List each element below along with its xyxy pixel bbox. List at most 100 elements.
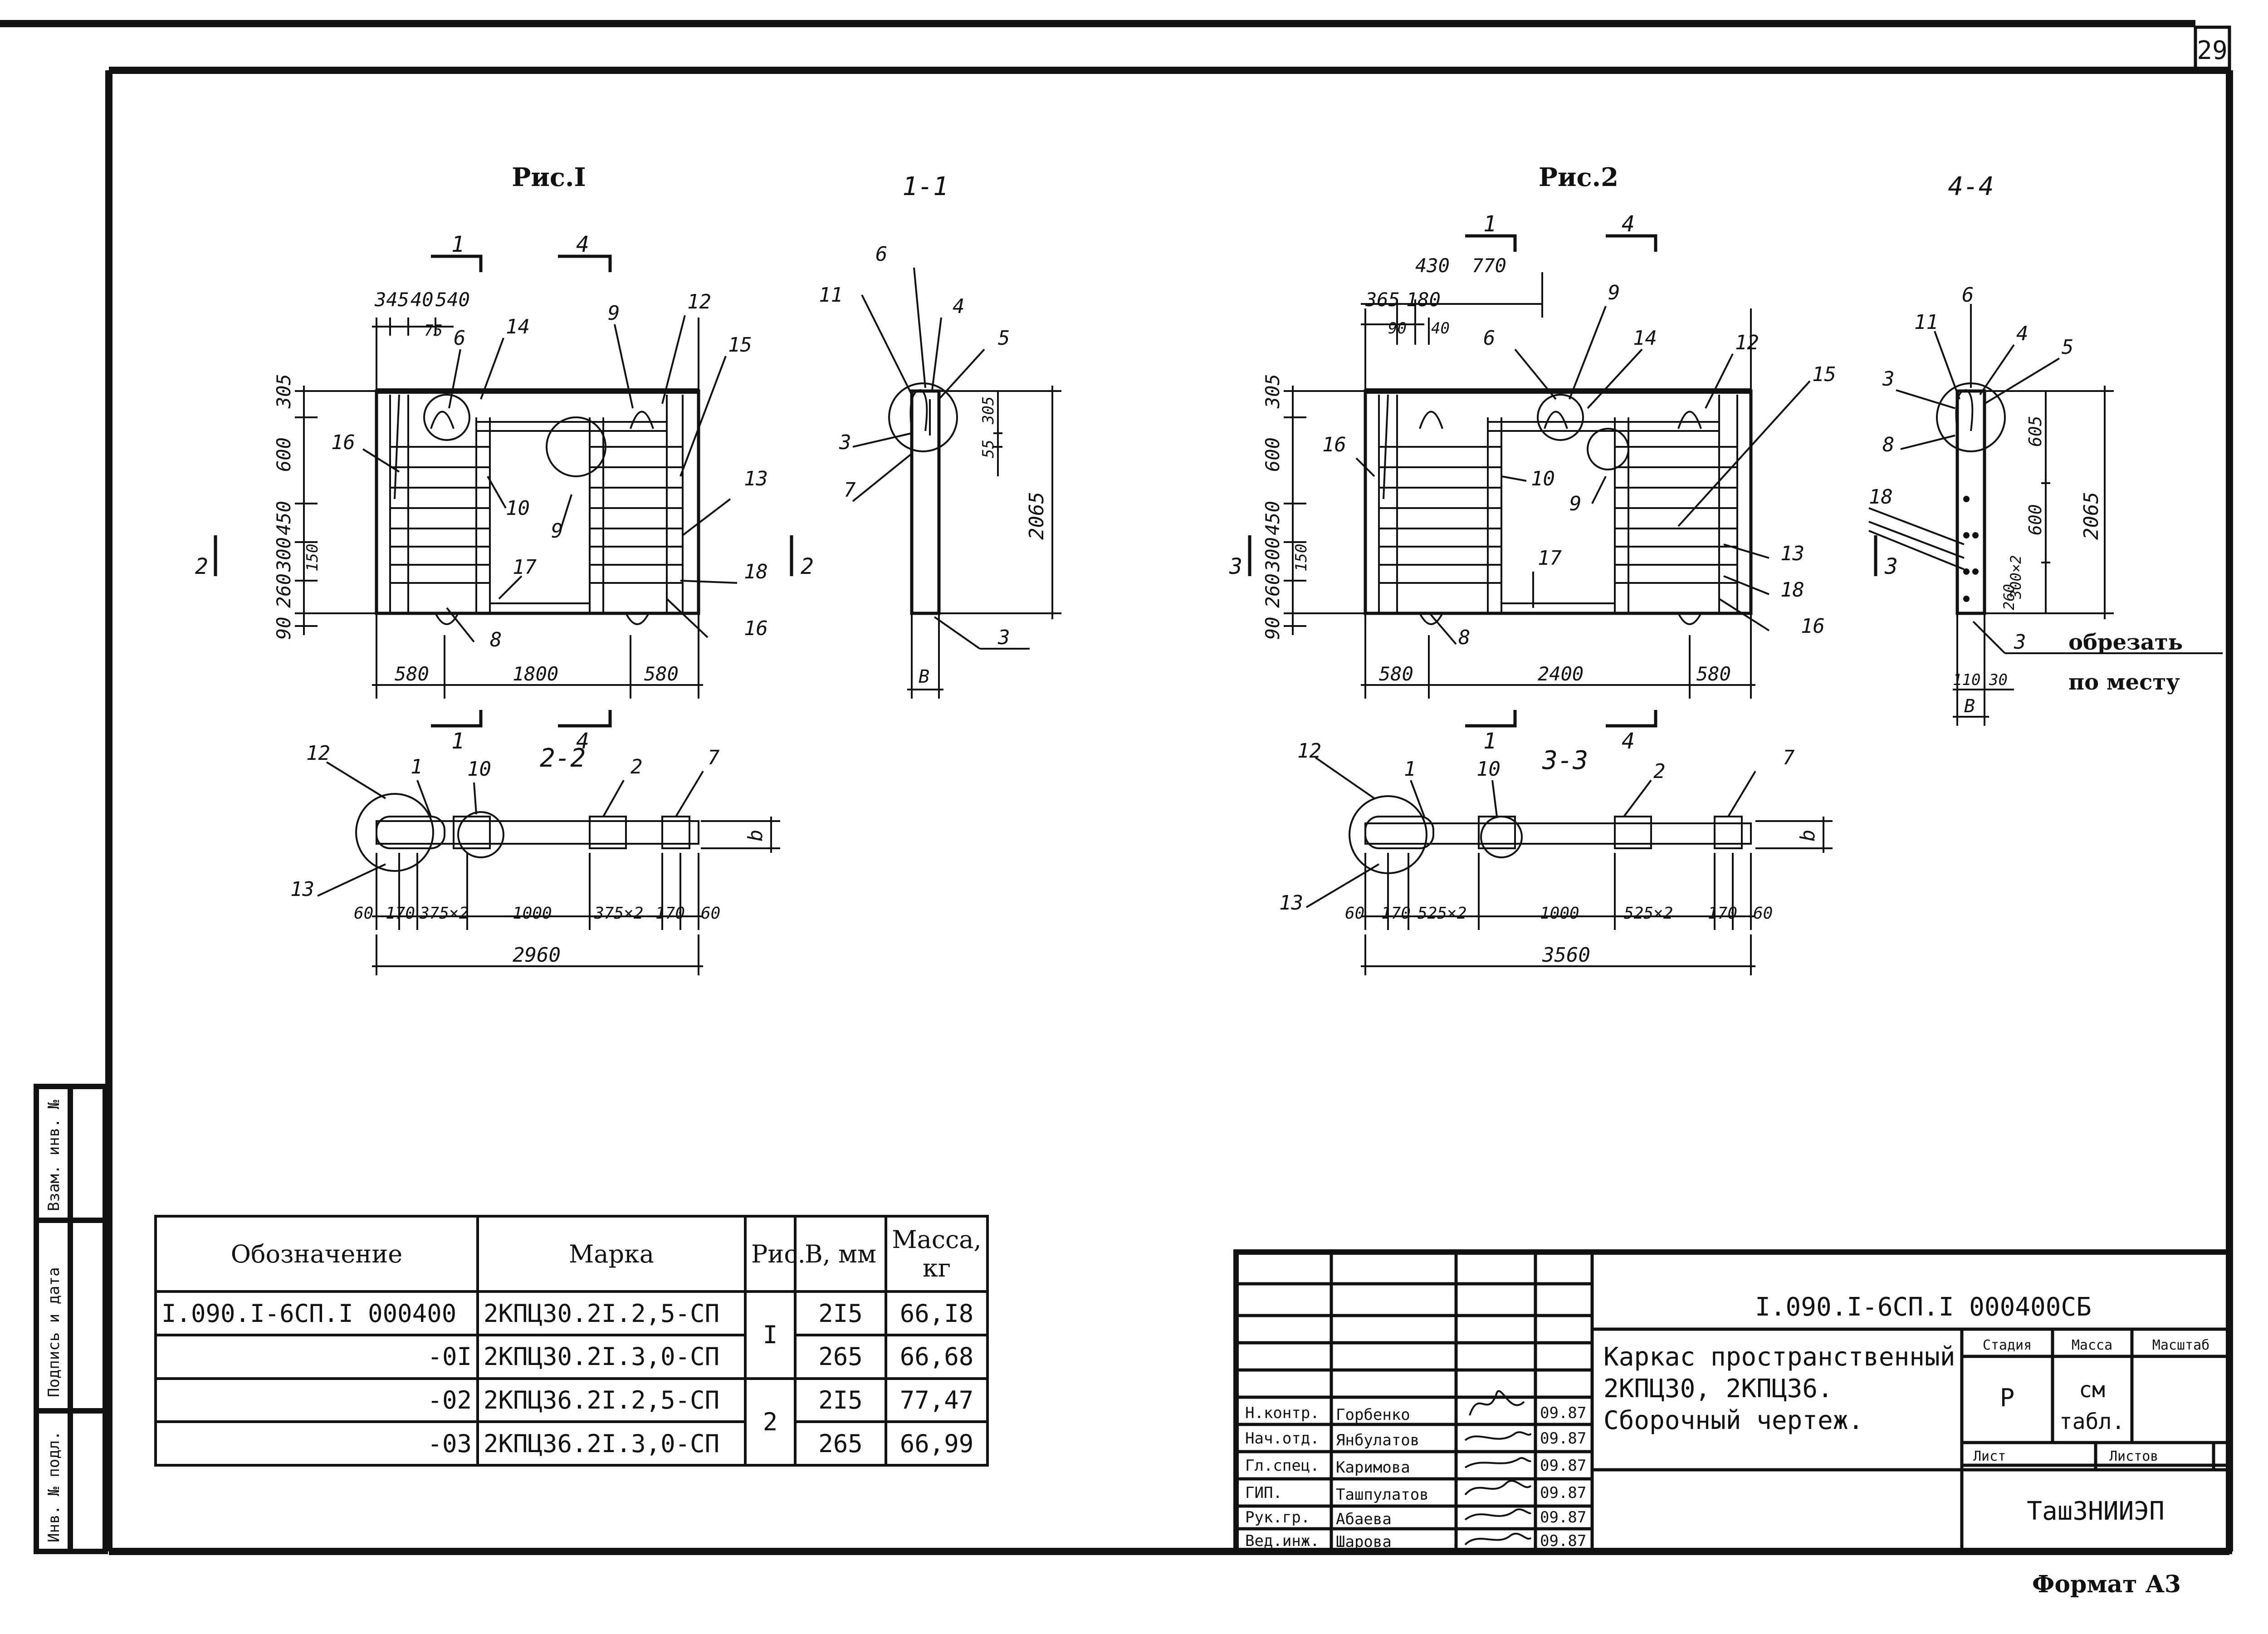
sig-role-1: Нач.отд. xyxy=(1245,1429,1320,1448)
sec11-callout-7: 7 xyxy=(844,479,856,502)
sig-name-1: Янбулатов xyxy=(1336,1431,1419,1449)
plan2-callout-7: 7 xyxy=(1783,746,1795,769)
signature-scribbles xyxy=(1464,1390,1532,1546)
sig-role-4: Рук.гр. xyxy=(1245,1508,1310,1526)
fig1-dim-left-0: 305 xyxy=(273,374,295,409)
fig1-dim-left-4: 260 xyxy=(273,573,295,608)
spec-designation-1: -0I xyxy=(154,1333,479,1380)
fig2-dim-left-6: 150 xyxy=(1292,544,1310,572)
sec44-dim-side-3: 260 xyxy=(2000,584,2018,610)
fig2-dim-top-2: 365 xyxy=(1365,289,1400,311)
sec44-callout-3b: 3 xyxy=(2014,631,2026,654)
spec-mass-2: 77,47 xyxy=(885,1377,989,1424)
plan2-callout-12: 12 xyxy=(1297,739,1321,763)
plan2-dim-4: 525×2 xyxy=(1624,904,1673,923)
sec11-dim-small-1: 55 xyxy=(979,440,997,458)
sec44-dim-side-1: 600 xyxy=(2025,504,2045,535)
fig1-dim-left-2: 450 xyxy=(273,501,295,535)
mass-value-line2: табл. xyxy=(2059,1409,2125,1434)
fig1-callout-8: 8 xyxy=(490,628,502,651)
spec-b-3: 265 xyxy=(794,1420,887,1467)
section-1-1: 1-1 11 6 4 5 3 7 3 2065 305 55 xyxy=(819,172,1061,699)
fig2-elevation: Рис.2 xyxy=(1229,162,1898,754)
plan1-dim-3: 1000 xyxy=(513,904,552,923)
fig2-dim-left-0: 305 xyxy=(1261,374,1284,409)
fig1-dim-bottom-1: 1800 xyxy=(513,663,558,685)
fig2-callout-17: 17 xyxy=(1538,547,1562,570)
doc-name-line2: 2КПЦ30, 2КПЦ36. xyxy=(1603,1374,1833,1404)
fig1-cut4-top: 4 xyxy=(576,232,589,257)
sec44-callout-11: 11 xyxy=(1914,311,1938,334)
sec11-callout-4: 4 xyxy=(953,295,965,318)
side-stamp-replace: Взам. инв. № xyxy=(45,1100,63,1211)
plan1-dim-0: 60 xyxy=(354,904,373,923)
spec-fig-2: 2 xyxy=(744,1377,797,1467)
spec-b-1: 265 xyxy=(794,1333,887,1380)
fig2-dim-left-2: 450 xyxy=(1261,501,1284,535)
plan1-dim-5: 170 xyxy=(655,904,685,923)
mass-header: Масса xyxy=(2072,1337,2112,1353)
fig2-dim-left-3: 300 xyxy=(1261,537,1284,572)
organization: ТашЗНИИЭП xyxy=(2027,1497,2164,1526)
sec11-callout-3b: 3 xyxy=(997,626,1010,649)
sec44-dim-width: B xyxy=(1964,696,1975,717)
sec11-dim-small-0: 305 xyxy=(979,396,997,425)
fig1-callout-10: 10 xyxy=(506,497,530,520)
fig1-dim-left-1: 600 xyxy=(273,437,295,472)
table-row: I.090.I-6СП.I 000400 2КПЦ30.2I.2,5-СП I … xyxy=(154,1290,989,1380)
fig2-dim-bottom-2: 580 xyxy=(1696,663,1731,685)
plan2-callout-2: 2 xyxy=(1653,760,1666,783)
plan2-dim-total: 3560 xyxy=(1542,944,1590,967)
fig2-section3-left: 3 xyxy=(1229,554,1242,579)
fig2-title: Рис.2 xyxy=(1539,162,1618,192)
fig2-cut4-top: 4 xyxy=(1622,211,1635,237)
plan1-dim-1: 170 xyxy=(386,904,415,923)
plan1-dim-total: 2960 xyxy=(513,944,561,967)
title-block: I.090.I-6СП.I 000400СБ Каркас пространст… xyxy=(1233,1249,2232,1554)
sec11-dim-width: B xyxy=(919,666,929,687)
spec-h-mark: Марка xyxy=(476,1214,747,1293)
fig1-callout-13: 13 xyxy=(744,467,768,490)
sec44-note-line2: по месту xyxy=(2068,670,2180,695)
fig1-callout-9b: 9 xyxy=(551,519,563,543)
plan1-dim-6: 60 xyxy=(701,904,720,923)
sig-role-5: Вед.инж. xyxy=(1245,1532,1320,1550)
sec44-note-line1: обрезать xyxy=(2068,630,2183,655)
spec-mark-1: 2КПЦ30.2I.3,0-СП xyxy=(476,1333,747,1380)
plan2-dim-5: 170 xyxy=(1708,904,1737,923)
fig1-dim-top-2: 540 xyxy=(435,289,470,311)
spec-mark-3: 2КПЦ36.2I.3,0-СП xyxy=(476,1420,747,1467)
spec-b-0: 2I5 xyxy=(794,1290,887,1336)
plan1-callout-7: 7 xyxy=(708,746,720,769)
fig1-dim-bottom-2: 580 xyxy=(644,663,679,685)
spec-h-mass: Масса, кг xyxy=(885,1214,989,1293)
spec-designation-0: I.090.I-6СП.I 000400 xyxy=(154,1290,479,1336)
fig2-cut1-top: 1 xyxy=(1483,211,1496,237)
fig2-callout-8: 8 xyxy=(1458,626,1471,649)
sig-date-0: 09.87 xyxy=(1540,1404,1586,1422)
fig1-dim-left-3: 300 xyxy=(273,537,295,572)
fig1-cut1-bottom: 1 xyxy=(451,729,464,754)
fig2-callout-16a: 16 xyxy=(1322,433,1346,456)
spec-h-fig: Рис. xyxy=(744,1214,806,1293)
sig-date-1: 09.87 xyxy=(1540,1429,1586,1448)
fig1-dim-top-3: 75 xyxy=(424,322,443,340)
fig2-callout-15: 15 xyxy=(1812,363,1836,386)
fig1-cut4-bottom: 4 xyxy=(576,729,589,754)
fig2-dim-bottom-0: 580 xyxy=(1379,663,1413,685)
fig2-callout-13: 13 xyxy=(1780,542,1804,565)
fig1-callout-12: 12 xyxy=(687,290,711,313)
sig-name-2: Каримова xyxy=(1336,1458,1410,1477)
sec44-callout-6: 6 xyxy=(1962,284,1974,307)
plan-2-2-title: 2-2 xyxy=(540,744,586,773)
plan-3-3: 3-3 12 1 10 2 7 13 xyxy=(1279,739,1833,975)
sec44-callout-5: 5 xyxy=(2062,336,2074,359)
doc-code: I.090.I-6СП.I 000400СБ xyxy=(1755,1292,2092,1322)
plan2-dim-0: 60 xyxy=(1345,904,1364,923)
sec44-callout-18: 18 xyxy=(1869,485,1893,509)
spec-fig-0: I xyxy=(744,1290,797,1380)
plan1-dim-side: b xyxy=(744,830,767,842)
fig2-dim-left-1: 600 xyxy=(1261,437,1284,472)
sig-date-3: 09.87 xyxy=(1540,1484,1586,1502)
doc-name-line1: Каркас пространственный xyxy=(1603,1342,1955,1372)
